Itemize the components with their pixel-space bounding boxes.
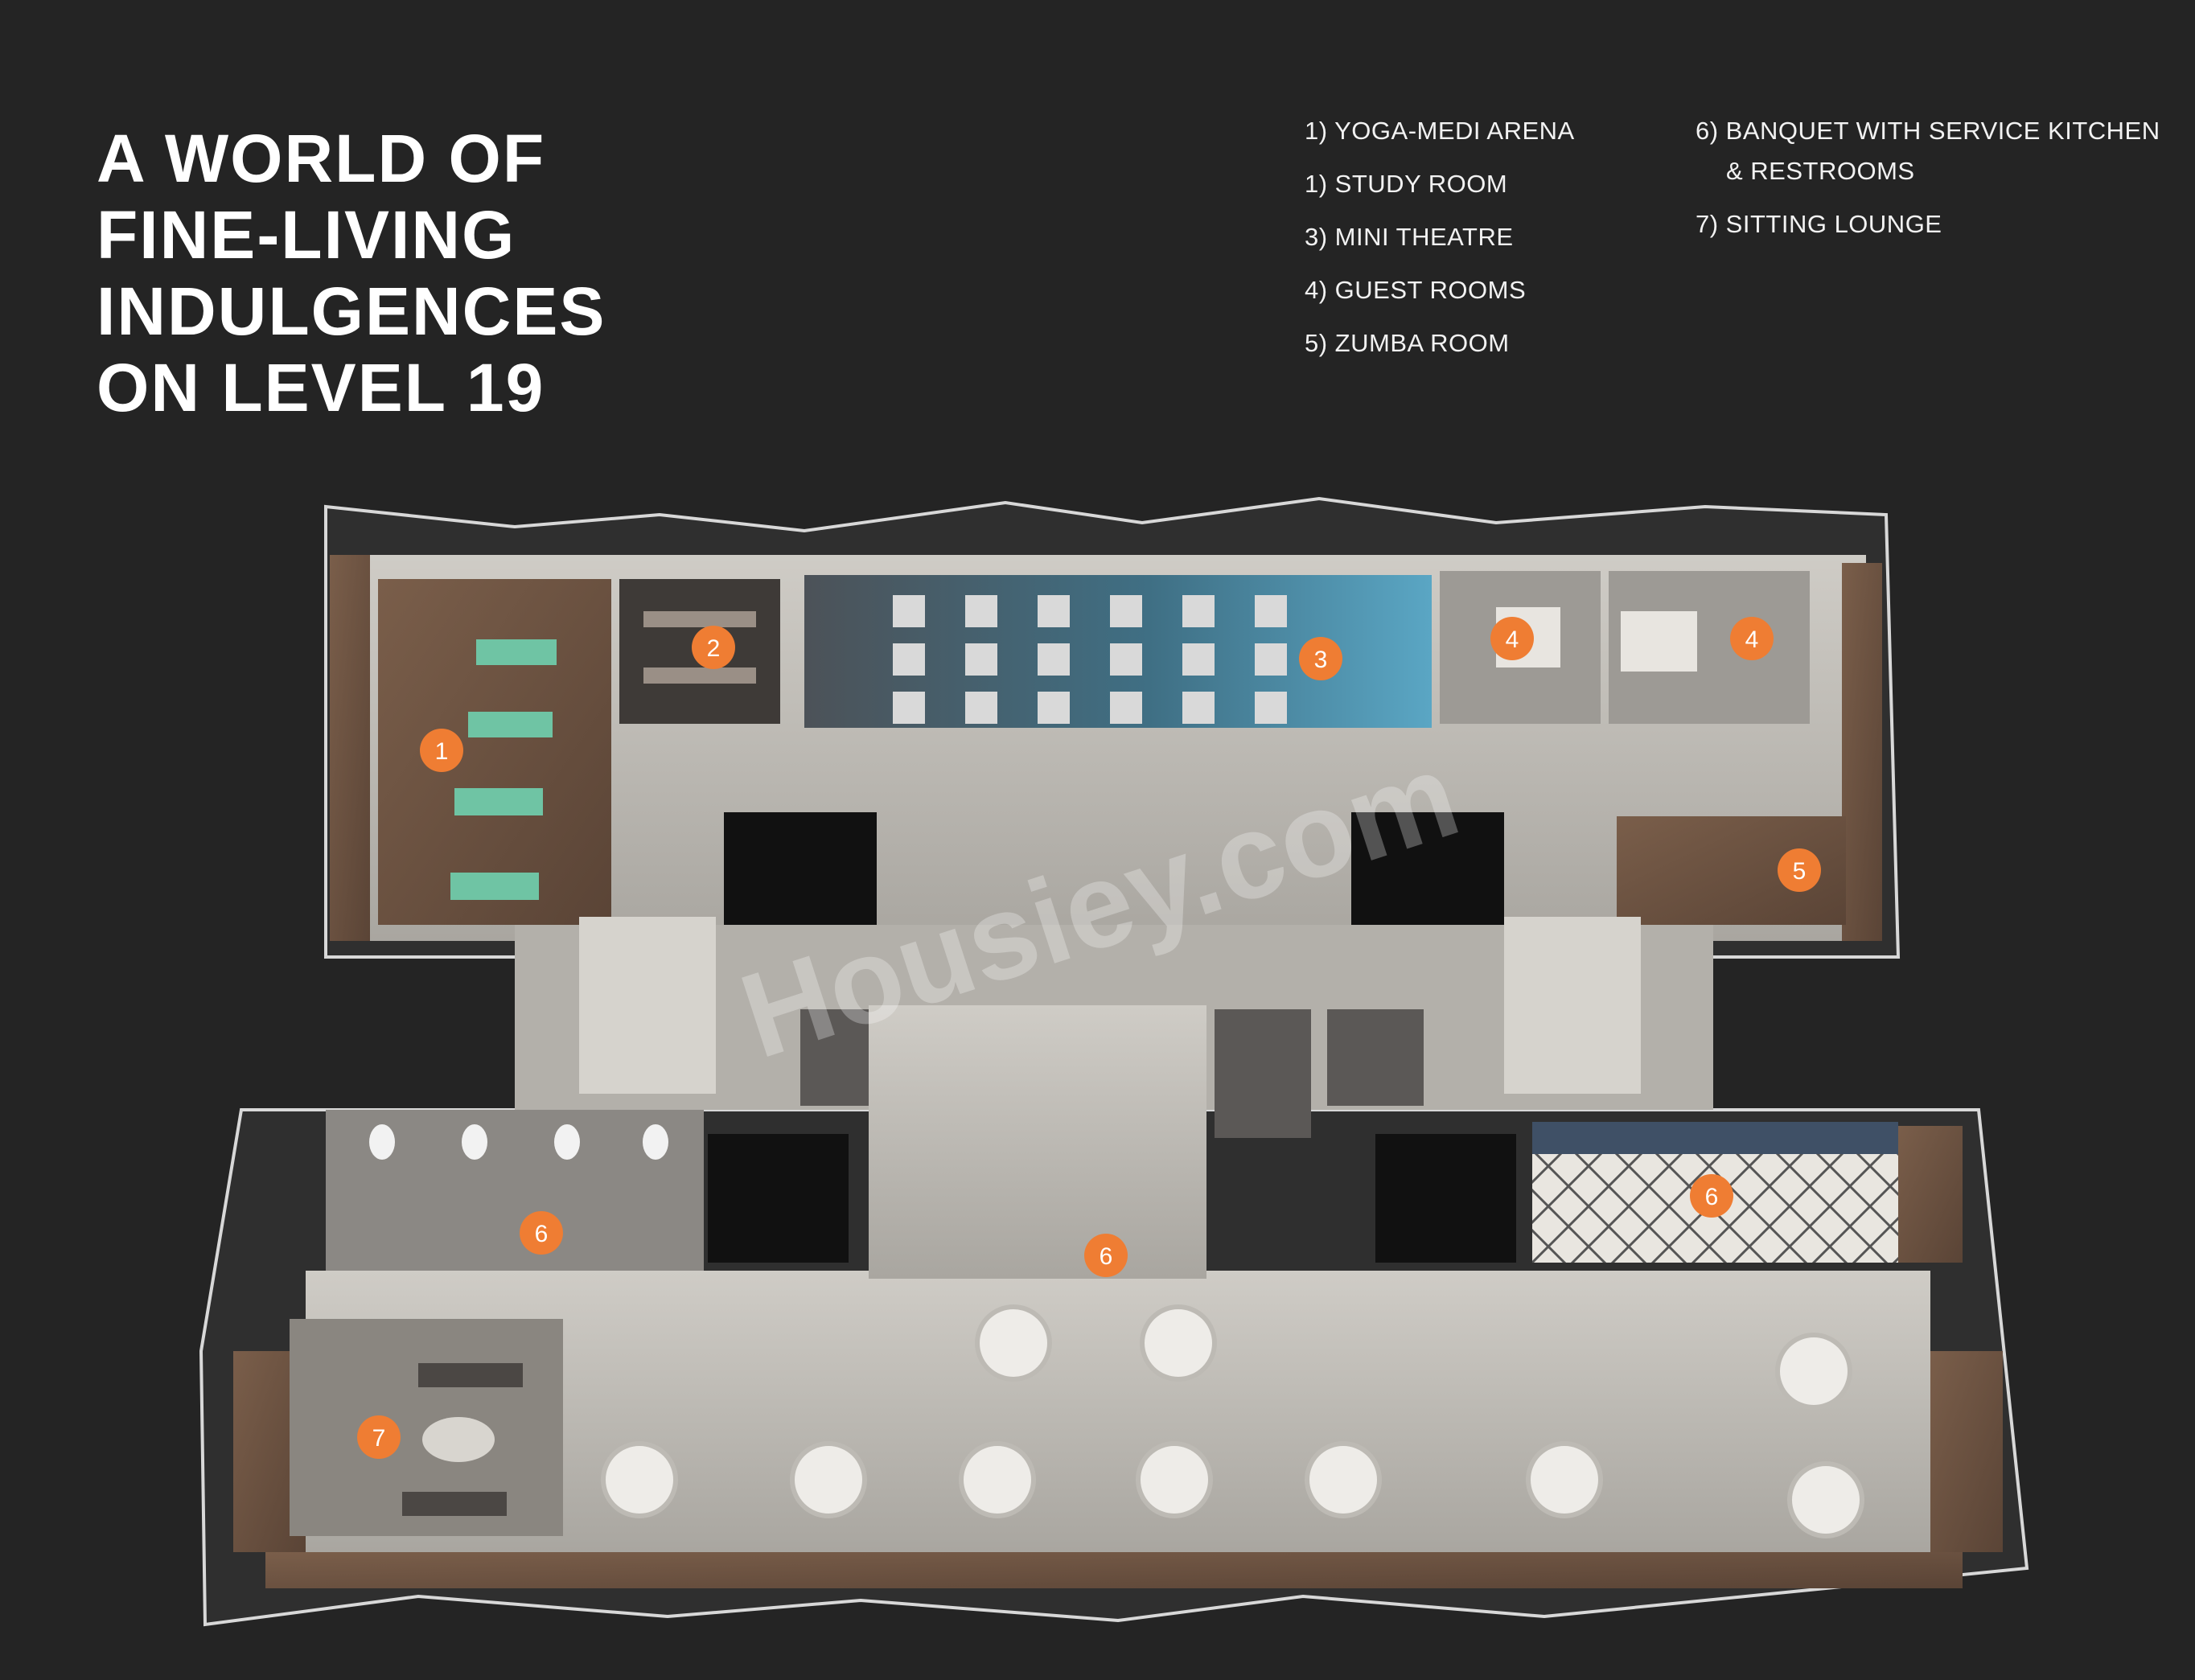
toilet-icons xyxy=(369,1124,668,1160)
guest-bed xyxy=(1621,611,1697,672)
banquet-hall xyxy=(306,1271,1930,1552)
yoga-room xyxy=(378,579,611,925)
legend-item-study: 1) STUDY ROOM xyxy=(1305,170,1508,198)
svg-text:6: 6 xyxy=(535,1221,549,1247)
svg-text:7: 7 xyxy=(372,1425,386,1452)
void-right xyxy=(1351,812,1504,925)
lounge-sofa xyxy=(418,1363,523,1387)
legend-item-yoga: 1) YOGA-MEDI ARENA xyxy=(1305,117,1575,145)
legend-item-banquet-cont: & RESTROOMS xyxy=(1726,157,1915,185)
lounge-table xyxy=(422,1417,495,1462)
title-line-4: ON LEVEL 19 xyxy=(97,350,545,425)
marker-3: 3 xyxy=(1299,637,1342,680)
marker-7: 7 xyxy=(357,1415,401,1459)
yoga-mat xyxy=(454,788,543,815)
marker-6: 6 xyxy=(520,1211,563,1255)
void-lower-left xyxy=(708,1134,849,1263)
banquet-balcony-right xyxy=(1930,1351,2003,1552)
svg-text:3: 3 xyxy=(1314,647,1328,673)
title-line-3: INDULGENCES xyxy=(97,273,606,349)
staircase-right xyxy=(1504,917,1641,1094)
marker-4: 4 xyxy=(1730,617,1774,660)
lounge-sofa xyxy=(402,1492,507,1516)
banquet-tables xyxy=(601,1304,1864,1538)
legend-item-zumba: 5) ZUMBA ROOM xyxy=(1305,329,1510,357)
legend-right: 6) BANQUET WITH SERVICE KITCHEN & RESTRO… xyxy=(1696,105,2160,251)
svg-text:2: 2 xyxy=(707,635,721,662)
study-desk xyxy=(643,667,756,684)
title-line-2: FINE-LIVING xyxy=(97,197,516,273)
yoga-mat xyxy=(476,639,557,665)
study-desk xyxy=(643,611,756,627)
kitchen-balcony xyxy=(1898,1126,1963,1263)
svg-text:6: 6 xyxy=(1705,1184,1719,1210)
upper-wing-balcony-left xyxy=(330,555,370,941)
svg-text:1: 1 xyxy=(435,738,449,765)
marker-5: 5 xyxy=(1778,848,1821,892)
legend-item-lounge: 7) SITTING LOUNGE xyxy=(1696,210,1942,238)
banquet-centre xyxy=(869,1005,1206,1279)
marker-2: 2 xyxy=(692,626,735,669)
marker-6: 6 xyxy=(1690,1174,1733,1218)
svg-text:4: 4 xyxy=(1745,626,1759,653)
service-kitchen-counter xyxy=(1532,1122,1898,1154)
banquet-terrace xyxy=(265,1552,1963,1588)
yoga-mat xyxy=(450,873,539,900)
upper-wing-balcony-right xyxy=(1842,563,1882,941)
staircase-left xyxy=(579,917,716,1094)
svg-text:4: 4 xyxy=(1506,626,1519,653)
theatre-seats xyxy=(893,595,1287,724)
legend-item-theatre: 3) MINI THEATRE xyxy=(1305,223,1514,251)
marker-6: 6 xyxy=(1084,1234,1128,1277)
title-line-1: A WORLD OF xyxy=(97,121,546,196)
void-lower-right xyxy=(1375,1134,1516,1263)
legend-item-guest: 4) GUEST ROOMS xyxy=(1305,276,1527,304)
lift xyxy=(1215,1009,1311,1138)
marker-4: 4 xyxy=(1490,617,1534,660)
void-left xyxy=(724,812,877,925)
legend-item-banquet: 6) BANQUET WITH SERVICE KITCHEN xyxy=(1696,117,2160,145)
svg-text:5: 5 xyxy=(1793,858,1807,885)
svg-text:6: 6 xyxy=(1100,1243,1113,1270)
page-title: A WORLD OF FINE-LIVING INDULGENCES ON LE… xyxy=(97,121,606,426)
yoga-mat xyxy=(468,712,553,737)
marker-1: 1 xyxy=(420,729,463,772)
lift xyxy=(1327,1009,1424,1106)
legend-left: 1) YOGA-MEDI ARENA 1) STUDY ROOM 3) MINI… xyxy=(1305,105,1575,370)
